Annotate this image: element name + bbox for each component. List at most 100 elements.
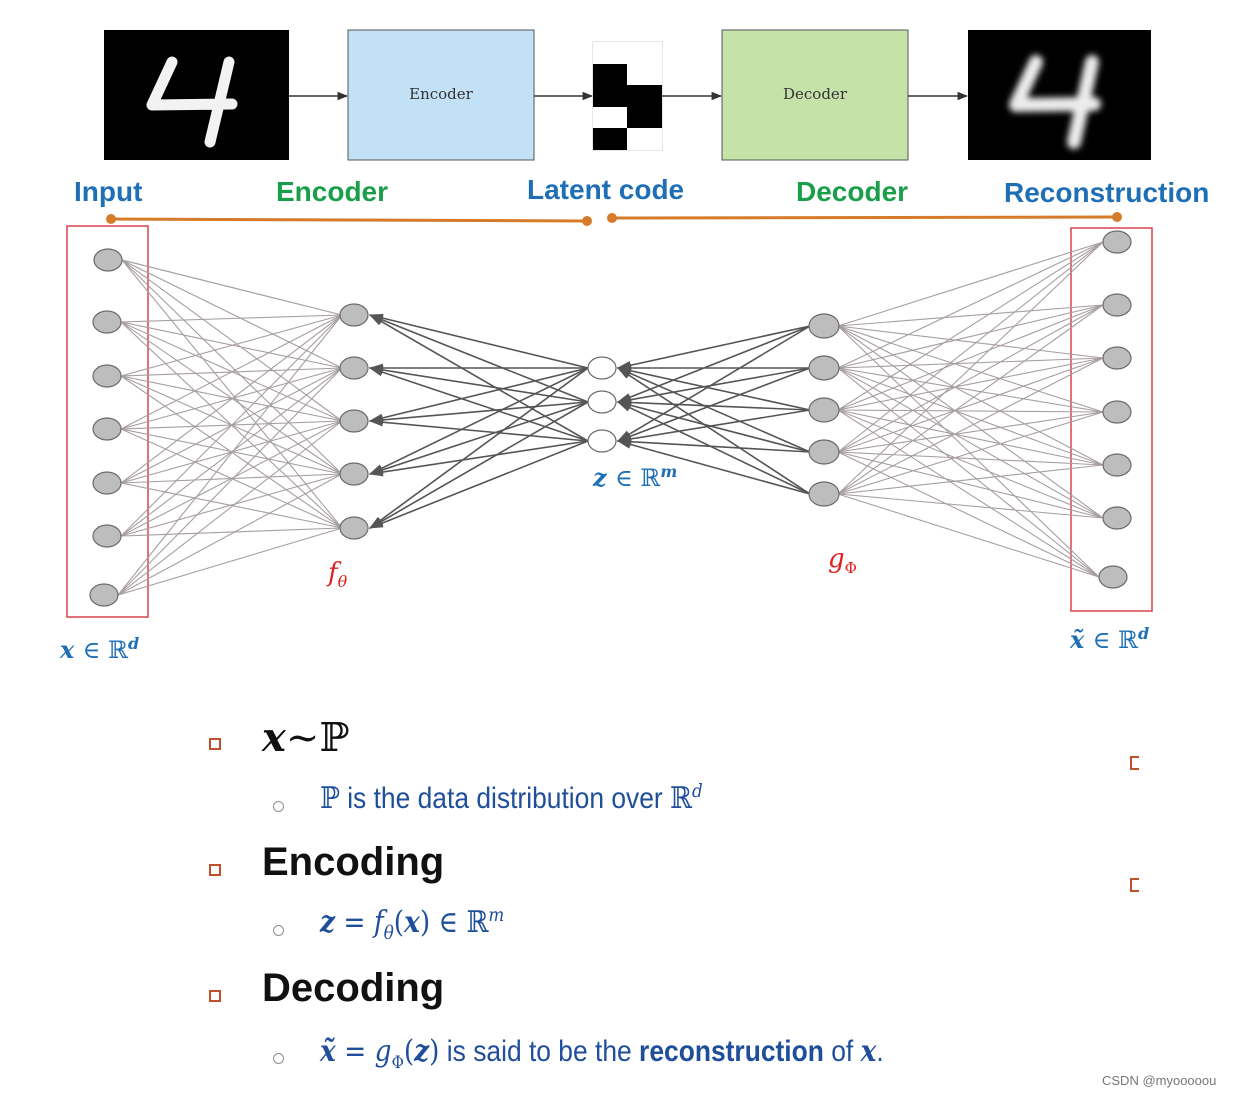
- input-node: [92, 417, 122, 441]
- network-edge: [837, 325, 1104, 359]
- network-edge: [368, 401, 589, 529]
- reconstructed-digit-four-image: [1009, 55, 1101, 149]
- bullet-2-heading: Encoding: [262, 840, 445, 884]
- network-edge: [368, 314, 589, 403]
- latent-code-label: Latent code: [527, 174, 685, 205]
- network-edge: [117, 527, 343, 596]
- circle-bullet-icon: [273, 801, 284, 812]
- network-edge: [616, 440, 811, 495]
- input-space-label: x ∈ ℝd: [60, 634, 140, 664]
- network-edge: [837, 367, 1100, 578]
- network-edge: [368, 314, 589, 442]
- network-edge: [120, 420, 343, 537]
- network-edge: [837, 357, 1104, 369]
- latent-node: [587, 429, 617, 453]
- network-edge: [616, 367, 811, 442]
- network-edge: [117, 367, 343, 596]
- network-edge: [117, 473, 343, 596]
- network-edge: [616, 325, 811, 403]
- network-edge: [120, 314, 343, 537]
- encoder-box-label: Encoder: [409, 85, 474, 103]
- network-edge: [837, 325, 1104, 466]
- circle-bullet-icon: [273, 925, 284, 936]
- network-edge: [837, 304, 1104, 327]
- network-edge: [837, 409, 1104, 466]
- input-node: [92, 524, 122, 548]
- network-edge: [616, 437, 811, 453]
- input-node: [92, 471, 122, 495]
- input-label: Input: [74, 176, 143, 207]
- encoder-hidden-node: [339, 303, 369, 327]
- network-edge: [120, 314, 343, 377]
- network-edge: [616, 401, 811, 453]
- bullet-3-heading: Decoding: [262, 966, 445, 1010]
- network-edge: [837, 464, 1104, 495]
- network-edge: [837, 357, 1104, 453]
- input-node: [92, 364, 122, 388]
- network-edge: [368, 401, 589, 425]
- network-edge: [120, 314, 343, 484]
- output-node: [1102, 293, 1132, 317]
- network-edge: [837, 357, 1104, 495]
- square-bullet-icon: [209, 864, 221, 876]
- encoder-box: Encoder: [347, 29, 535, 161]
- network-edge: [121, 259, 343, 369]
- square-bullet-icon: [209, 738, 221, 750]
- network-edge: [616, 367, 811, 404]
- network-edge: [616, 367, 811, 453]
- network-edge: [368, 367, 589, 423]
- network-edge: [616, 367, 811, 495]
- latent-code-grid-image: [592, 41, 663, 151]
- bullet-1-subtext: ℙ is the data distribution over ℝd: [320, 780, 703, 816]
- network-edge: [616, 325, 811, 442]
- network-edge: [616, 401, 811, 495]
- network-edge: [120, 473, 343, 537]
- decoder-box-label: Decoder: [783, 85, 848, 103]
- network-edge: [837, 411, 1104, 495]
- network-edge: [120, 314, 343, 323]
- network-edge: [837, 357, 1104, 411]
- output-node: [1102, 506, 1132, 530]
- square-bullet-icon: [209, 990, 221, 1002]
- network-edge: [837, 451, 1104, 466]
- output-node: [1098, 565, 1128, 589]
- network-edge: [117, 314, 343, 596]
- latent-space-label: z ∈ ℝm: [593, 462, 678, 492]
- network-edge: [368, 417, 589, 442]
- network-edge: [616, 409, 811, 444]
- network-edge: [837, 241, 1104, 327]
- network-edge: [121, 259, 343, 475]
- network-edge: [837, 241, 1104, 369]
- bullet-1-heading: x~ℙ: [262, 714, 350, 761]
- latent-node: [587, 356, 617, 380]
- network-edge: [837, 367, 1104, 413]
- network-edge: [368, 367, 589, 442]
- network-edge: [121, 259, 343, 422]
- decoder-hidden-node: [808, 397, 840, 423]
- network-edge: [837, 325, 1100, 578]
- network-edge: [837, 493, 1100, 578]
- network-edge: [837, 451, 1100, 578]
- output-node: [1102, 400, 1132, 424]
- network-edge: [837, 367, 1104, 466]
- network-edge: [837, 304, 1104, 453]
- network-edge: [616, 366, 811, 411]
- network-edge: [121, 259, 343, 316]
- encoder-function-label: fθ: [328, 558, 348, 592]
- decoder-label: Decoder: [796, 176, 909, 207]
- network-edge: [837, 451, 1104, 519]
- decoder-box: Decoder: [721, 29, 909, 161]
- decoder-hidden-node: [808, 439, 840, 465]
- digit-four-image: [146, 56, 238, 148]
- input-node: [89, 583, 119, 607]
- network-edge: [368, 367, 589, 529]
- slide-ornament-1: [1130, 756, 1139, 770]
- decoder-hidden-node: [808, 355, 840, 381]
- circle-bullet-icon: [273, 1053, 284, 1064]
- network-edge: [616, 398, 811, 411]
- output-layer-box: [1070, 227, 1153, 612]
- network-edge: [837, 304, 1104, 495]
- decoder-hidden-node: [808, 313, 840, 339]
- network-edge: [120, 314, 343, 430]
- network-edge: [837, 411, 1104, 453]
